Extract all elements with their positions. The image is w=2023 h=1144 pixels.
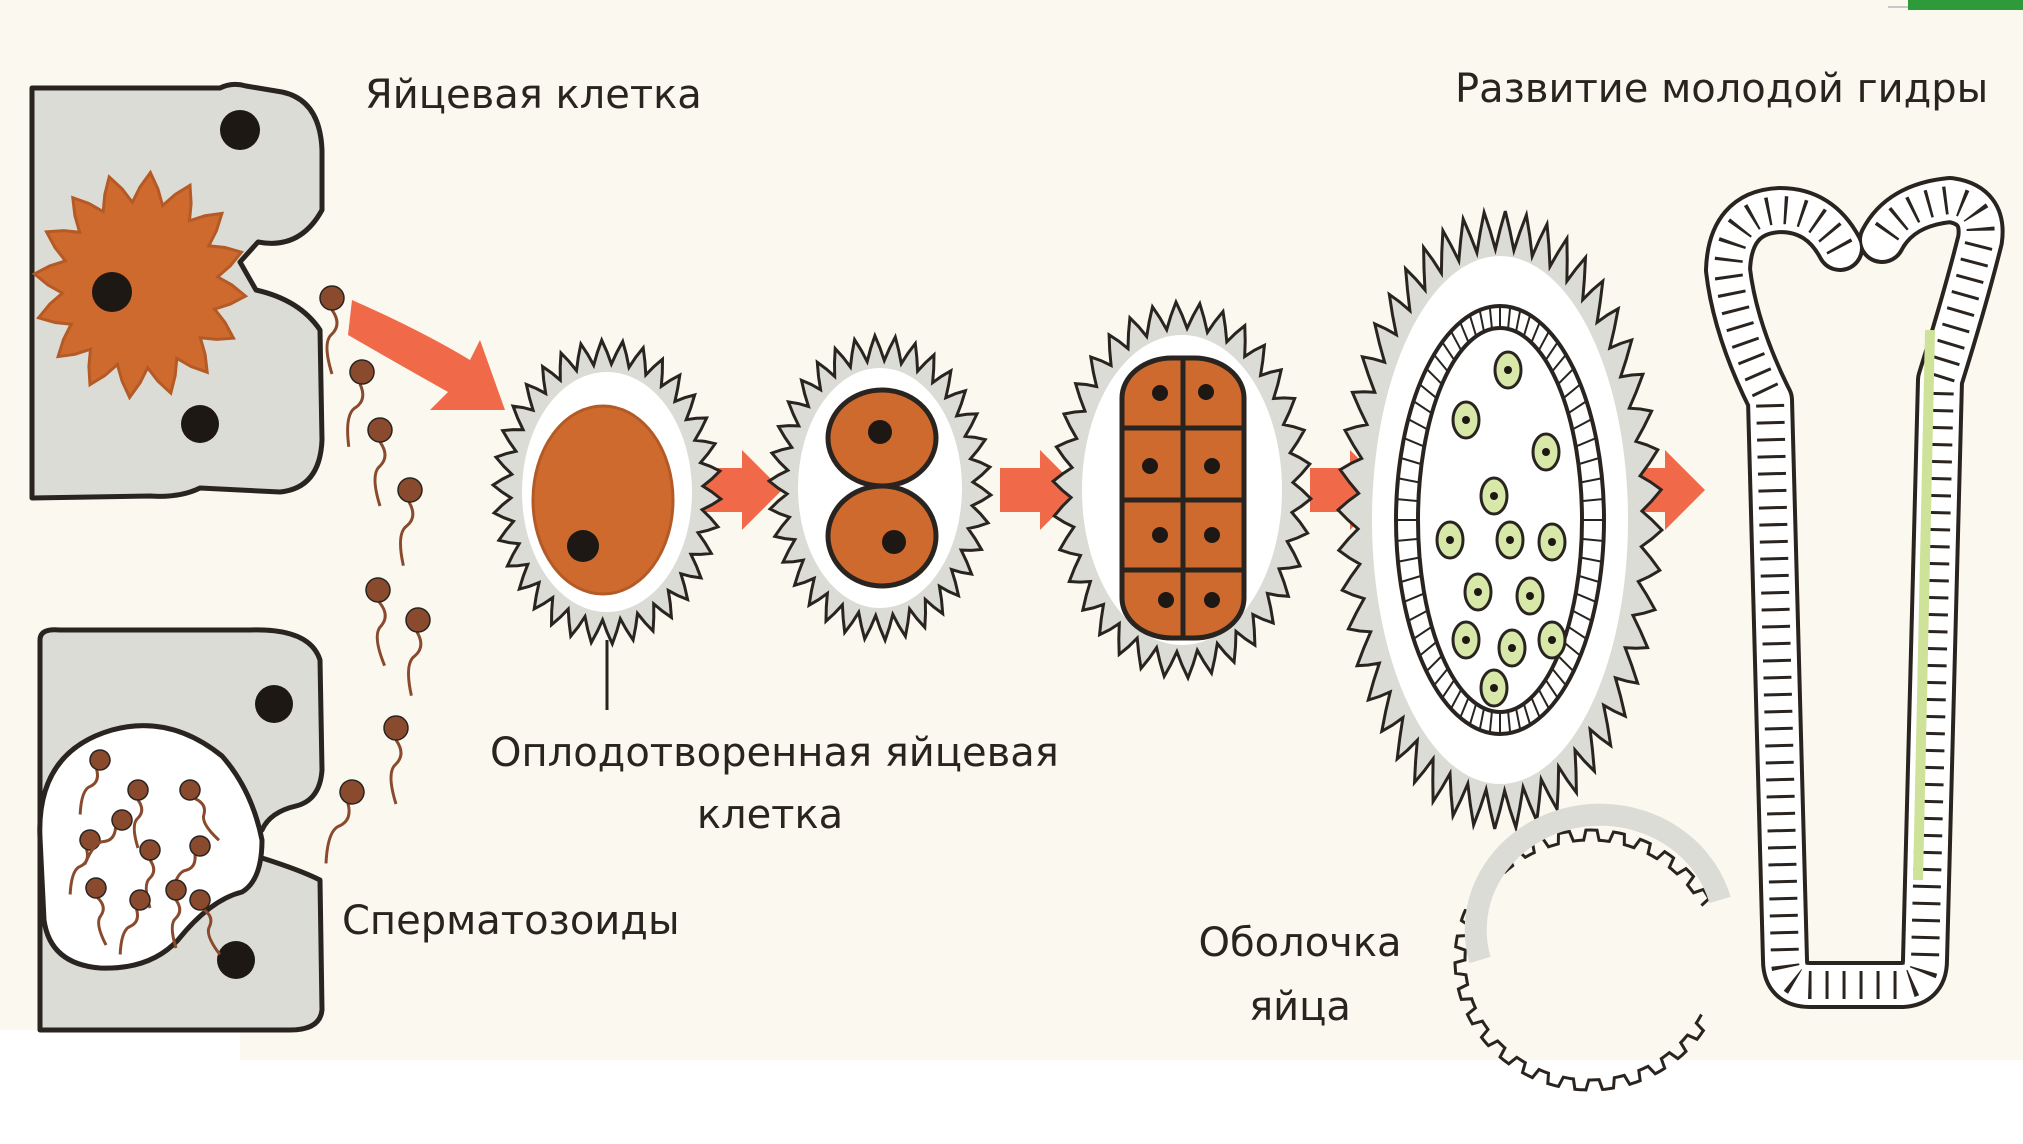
- blastomere-nucleus: [882, 530, 906, 554]
- bottom-left-white-patch: [0, 1030, 240, 1144]
- egg-nucleus: [92, 272, 132, 312]
- ovary-cell-nucleus: [220, 110, 260, 150]
- inner-cell-nucleus: [1462, 416, 1470, 424]
- label-sperm: Сперматозоиды: [342, 896, 680, 946]
- blastomere: [828, 486, 936, 586]
- cell-nucleus: [1204, 458, 1220, 474]
- sperm-head: [166, 880, 186, 900]
- inner-cell-nucleus: [1474, 588, 1482, 596]
- sperm-head: [320, 286, 344, 310]
- label-egg-shell-line1: Оболочка: [1190, 918, 1410, 968]
- inner-cell-nucleus: [1508, 644, 1516, 652]
- inner-cell-nucleus: [1506, 536, 1514, 544]
- cell-nucleus: [1152, 527, 1168, 543]
- zygote-nucleus: [567, 530, 599, 562]
- cell-nucleus: [1204, 527, 1220, 543]
- testis-cell-nucleus: [255, 685, 293, 723]
- cell-nucleus: [1152, 385, 1168, 401]
- blastomere-nucleus: [868, 420, 892, 444]
- label-egg-cell: Яйцевая клетка: [365, 70, 702, 120]
- corner-tab: [1908, 0, 2023, 10]
- label-fertilized-egg-line1: Оплодотворенная яйцевая: [490, 728, 1050, 778]
- label-fertilized-egg: Оплодотворенная яйцевая клетка: [490, 728, 1050, 840]
- cell-nucleus: [1158, 592, 1174, 608]
- inner-cell-nucleus: [1462, 636, 1470, 644]
- inner-cell-nucleus: [1490, 492, 1498, 500]
- label-egg-shell-line2: яйца: [1190, 982, 1410, 1032]
- bottom-white-margin: [0, 1060, 2023, 1144]
- label-hydra-development: Развитие молодой гидры: [1455, 64, 1988, 114]
- zygote-cell: [533, 406, 673, 594]
- inner-cell-nucleus: [1548, 538, 1556, 546]
- sperm-head: [128, 780, 148, 800]
- cell-nucleus: [1142, 458, 1158, 474]
- inner-cell-nucleus: [1542, 448, 1550, 456]
- sperm-head: [368, 418, 392, 442]
- label-fertilized-egg-line2: клетка: [490, 790, 1050, 840]
- ovary-cell-nucleus: [181, 405, 219, 443]
- sperm-head: [140, 840, 160, 860]
- cell-nucleus: [1198, 384, 1214, 400]
- inner-cell-nucleus: [1548, 636, 1556, 644]
- inner-cell-nucleus: [1526, 592, 1534, 600]
- testis-cell-nucleus: [217, 941, 255, 979]
- inner-cell-nucleus: [1490, 684, 1498, 692]
- corner-line: [1888, 0, 1908, 8]
- label-egg-shell: Оболочка яйца: [1190, 918, 1410, 1032]
- sperm-head: [384, 716, 408, 740]
- cell-nucleus: [1204, 592, 1220, 608]
- inner-cell-nucleus: [1504, 366, 1512, 374]
- inner-cell-nucleus: [1446, 536, 1454, 544]
